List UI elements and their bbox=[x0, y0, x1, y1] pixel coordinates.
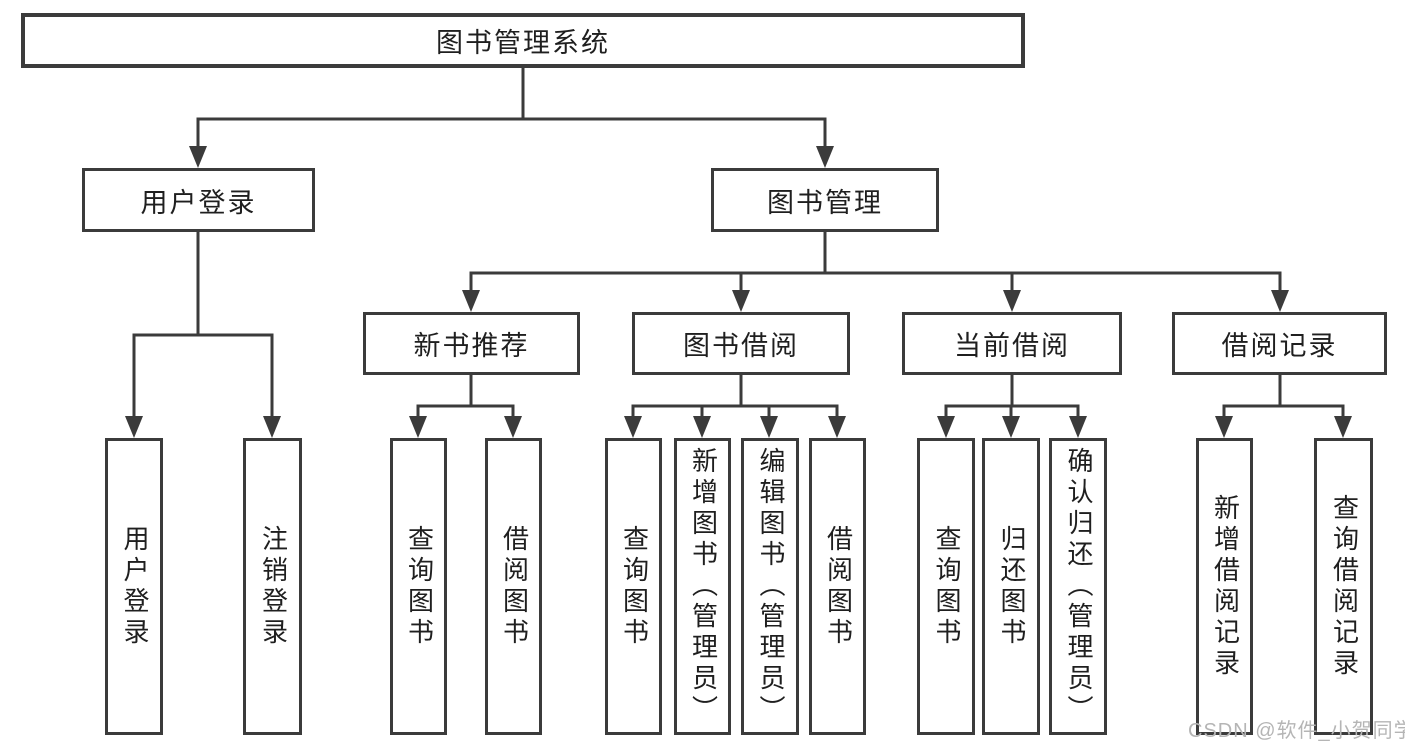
node-user-login-label: 用户登录 bbox=[140, 187, 257, 218]
leaf-borrow-book-recommend: 借阅图书 bbox=[485, 438, 542, 735]
node-user-login: 用户登录 bbox=[82, 168, 315, 232]
node-new-book-recommend-label: 新书推荐 bbox=[413, 331, 530, 361]
node-borrow-records: 借阅记录 bbox=[1172, 312, 1387, 375]
leaf-add-borrow-record-label: 新增借阅记录 bbox=[1210, 493, 1241, 680]
node-book-management: 图书管理 bbox=[711, 168, 939, 232]
leaf-add-borrow-record: 新增借阅记录 bbox=[1196, 438, 1253, 735]
leaf-logout-label: 注销登录 bbox=[258, 524, 289, 649]
connector-elbows bbox=[132, 68, 1345, 419]
leaf-query-book-recommend: 查询图书 bbox=[390, 438, 447, 735]
leaf-return-book: 归还图书 bbox=[982, 438, 1040, 735]
leaf-add-book-admin-label: 新增图书（管理员） bbox=[688, 447, 719, 726]
leaf-return-book-label: 归还图书 bbox=[996, 524, 1027, 649]
node-book-borrow-label: 图书借阅 bbox=[683, 331, 799, 361]
leaf-query-borrow-record: 查询借阅记录 bbox=[1314, 438, 1373, 735]
leaf-confirm-return-admin: 确认归还（管理员） bbox=[1049, 438, 1107, 735]
node-current-borrow: 当前借阅 bbox=[902, 312, 1122, 375]
leaf-user-login-label: 用户登录 bbox=[119, 524, 150, 649]
leaf-query-book-recommend-label: 查询图书 bbox=[404, 524, 435, 649]
leaf-edit-book-admin-label: 编辑图书（管理员） bbox=[755, 447, 786, 726]
leaf-query-borrow-record-label: 查询借阅记录 bbox=[1329, 493, 1360, 680]
leaf-query-book-borrow-label: 查询图书 bbox=[619, 524, 650, 649]
node-new-book-recommend: 新书推荐 bbox=[363, 312, 580, 375]
leaf-borrow-book-label: 借阅图书 bbox=[823, 524, 854, 649]
leaf-query-book-current: 查询图书 bbox=[917, 438, 975, 735]
watermark: CSDN @软件_小贺同学 bbox=[1188, 714, 1405, 743]
leaf-user-login: 用户登录 bbox=[105, 438, 163, 735]
node-current-borrow-label: 当前借阅 bbox=[954, 331, 1070, 361]
leaf-logout: 注销登录 bbox=[243, 438, 302, 735]
arrowheads bbox=[125, 146, 1352, 438]
leaf-borrow-book-recommend-label: 借阅图书 bbox=[499, 524, 530, 649]
leaf-edit-book-admin: 编辑图书（管理员） bbox=[741, 438, 799, 735]
node-library-system-label: 图书管理系统 bbox=[436, 28, 610, 58]
leaf-query-book-borrow: 查询图书 bbox=[605, 438, 662, 735]
leaf-add-book-admin: 新增图书（管理员） bbox=[674, 438, 731, 735]
leaf-query-book-current-label: 查询图书 bbox=[931, 524, 962, 649]
node-book-borrow: 图书借阅 bbox=[632, 312, 850, 375]
watermark-text: CSDN @软件_小贺同学 bbox=[1188, 720, 1405, 742]
leaf-borrow-book: 借阅图书 bbox=[809, 438, 866, 735]
node-borrow-records-label: 借阅记录 bbox=[1221, 331, 1338, 361]
leaf-confirm-return-admin-label: 确认归还（管理员） bbox=[1063, 447, 1094, 726]
node-book-management-label: 图书管理 bbox=[767, 187, 883, 218]
node-library-system: 图书管理系统 bbox=[21, 13, 1025, 68]
